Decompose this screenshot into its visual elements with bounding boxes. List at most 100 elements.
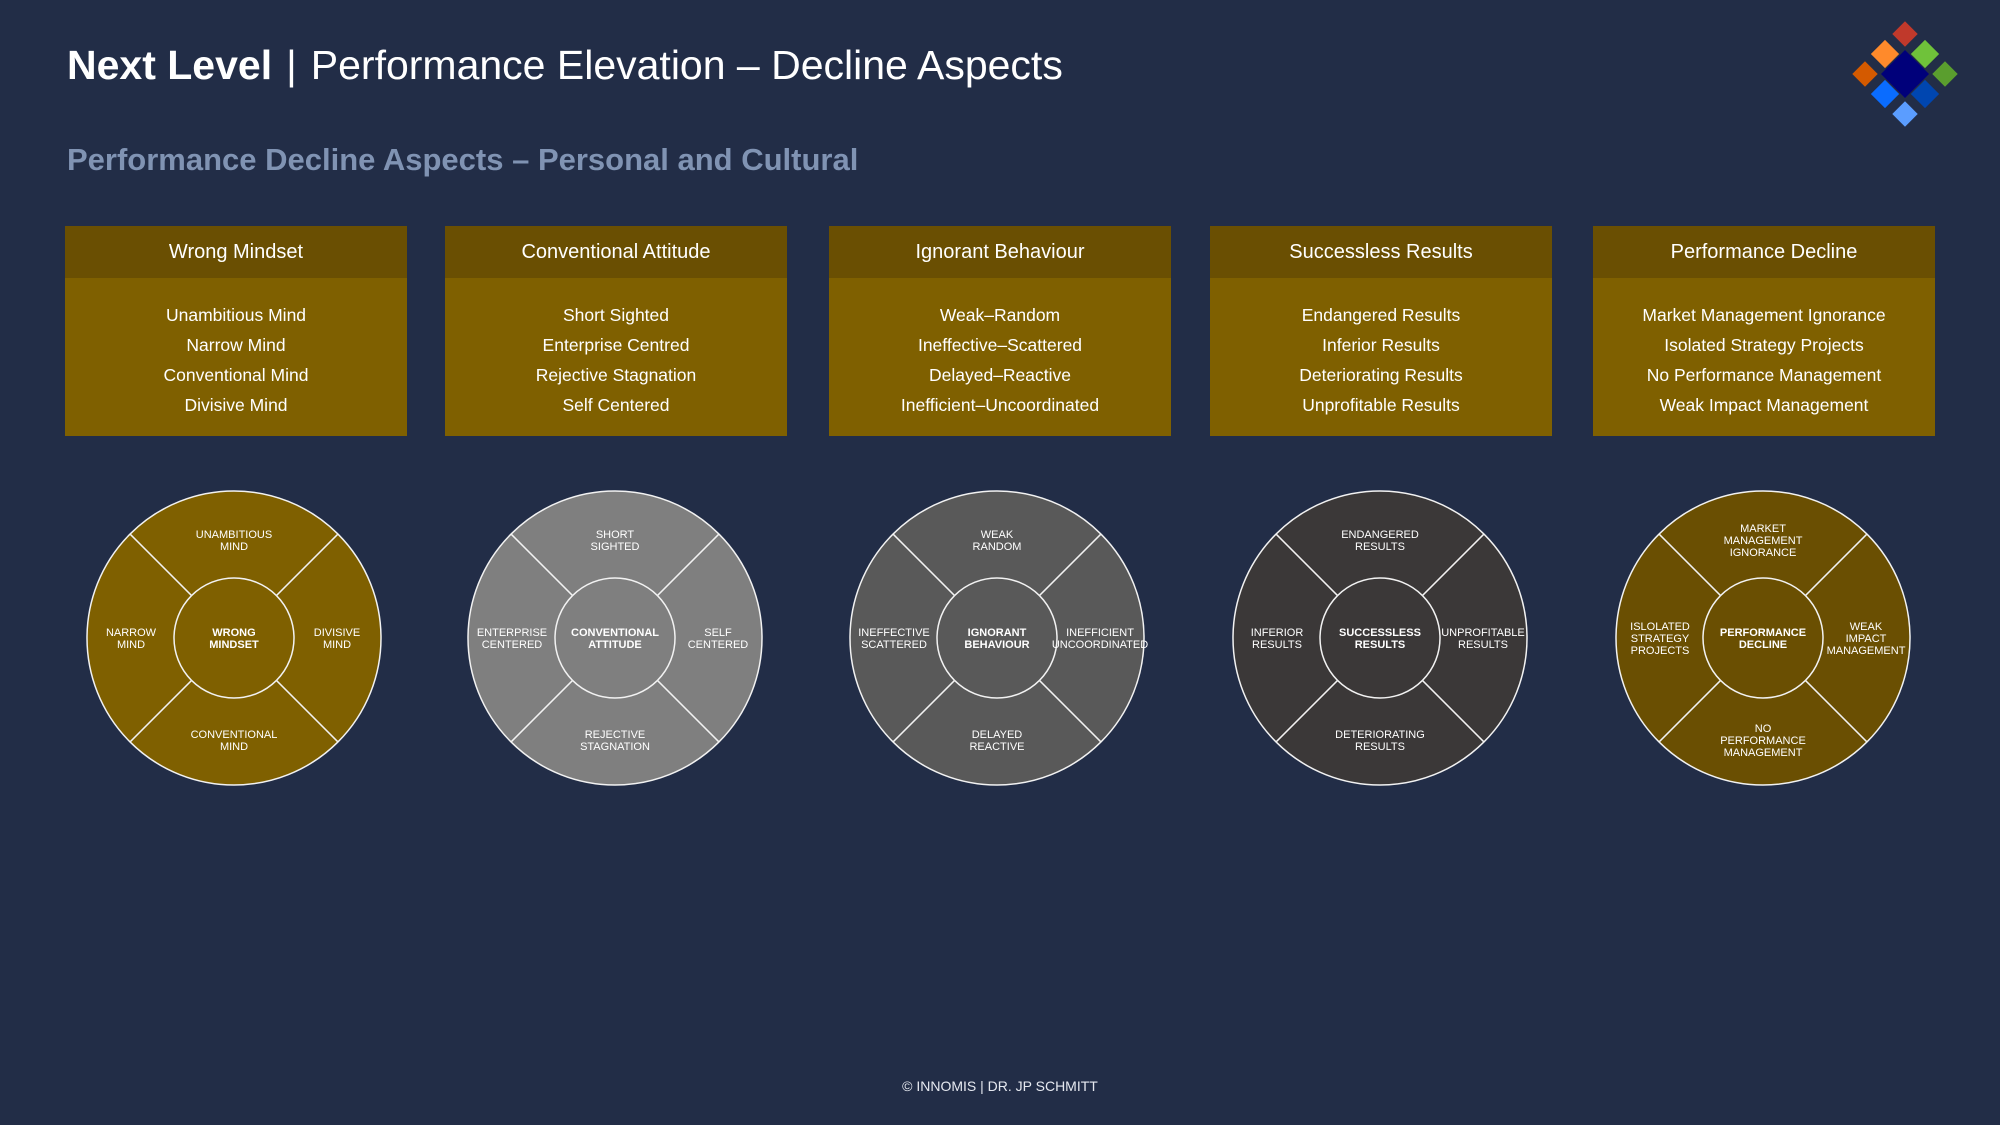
wheel-label-line: RESULTS xyxy=(1252,639,1302,651)
aspect-list-item: Delayed–Reactive xyxy=(928,365,1072,385)
wheel-divider xyxy=(1658,679,1722,743)
aspect-list-item: Conventional Mind xyxy=(163,365,309,385)
wheel-label-line: REJECTIVE xyxy=(585,729,646,741)
wheel-label-line: UNPROFITABLE xyxy=(1441,627,1525,639)
wheel-center-circle xyxy=(1319,577,1441,699)
wheel-label-line: INFERIOR xyxy=(1251,627,1304,639)
wheel-divider xyxy=(656,533,720,597)
logo-diamond xyxy=(1932,61,1958,87)
brand-name: Next Level xyxy=(67,42,273,88)
aspect-list-item: Inefficient–Uncoordinated xyxy=(900,395,1100,415)
wheel-divider xyxy=(129,679,193,743)
wheel-label-line: MINDSET xyxy=(209,639,259,651)
aspect-list-item: Inferior Results xyxy=(1322,335,1440,355)
aspect-list-item: Short Sighted xyxy=(562,305,670,325)
aspect-card-title: Performance Decline xyxy=(1593,226,1935,278)
wheel-label-line: STAGNATION xyxy=(580,741,650,753)
wheel-label-line: RESULTS xyxy=(1355,741,1405,753)
aspect-list-item: Enterprise Centred xyxy=(542,335,690,355)
title-separator: | xyxy=(286,42,297,88)
wheel-label-line: MIND xyxy=(117,639,145,651)
wheel-label-line: CENTERED xyxy=(688,639,749,651)
wheel-label-line: PERFORMANCE xyxy=(1720,627,1806,639)
wheel-label-line: ENDANGERED xyxy=(1341,529,1419,541)
innomis-logo-icon xyxy=(1852,21,1958,127)
wheel-label-line: MIND xyxy=(220,541,248,553)
wheel-label-line: INEFFECTIVE xyxy=(858,627,930,639)
wheel-label-line: ENTERPRISE xyxy=(477,627,547,639)
wheel-label-line: ATTITUDE xyxy=(588,639,642,651)
wheel-label-line: IGNORANCE xyxy=(1730,547,1797,559)
aspect-list-item: Deteriorating Results xyxy=(1299,365,1463,385)
wheel-label-line: DIVISIVE xyxy=(314,627,360,639)
wheel-label-line: PERFORMANCE xyxy=(1720,735,1806,747)
wheel-divider xyxy=(510,679,574,743)
wheel-label-line: STRATEGY xyxy=(1631,633,1690,645)
wheel-label-line: MIND xyxy=(220,741,248,753)
wheel-divider xyxy=(1421,533,1485,597)
aspect-list-item: Endangered Results xyxy=(1301,305,1461,325)
aspect-list-item: Isolated Strategy Projects xyxy=(1664,335,1864,355)
wheel-label-line: UNCOORDINATED xyxy=(1052,639,1148,651)
wheel-label-line: RANDOM xyxy=(973,541,1022,553)
wheel-label-line: WEAK xyxy=(1850,621,1883,633)
aspect-list-item: Ineffective–Scattered xyxy=(917,335,1083,355)
wheel-label-line: RESULTS xyxy=(1355,541,1405,553)
wheel-label-line: RESULTS xyxy=(1458,639,1508,651)
wheel-label-line: DETERIORATING xyxy=(1335,729,1425,741)
wheel-center-circle xyxy=(173,577,295,699)
wheel-label-line: ISLOLATED xyxy=(1630,621,1690,633)
wheel-label-line: INEFFICIENT xyxy=(1066,627,1134,639)
wheel-label-line: SHORT xyxy=(596,529,635,541)
wheel-divider xyxy=(1275,533,1339,597)
wheel-divider xyxy=(1804,533,1868,597)
aspect-list-item: Self Centered xyxy=(562,395,670,415)
aspect-card-title: Wrong Mindset xyxy=(65,226,407,278)
wheel-divider xyxy=(892,533,956,597)
wheel-divider xyxy=(1038,679,1102,743)
wheel-label-line: SCATTERED xyxy=(861,639,927,651)
wheel-label-line: BEHAVIOUR xyxy=(964,639,1029,651)
wheel-label-line: CONVENTIONAL xyxy=(571,627,659,639)
wheel-center-circle xyxy=(1702,577,1824,699)
aspect-list-item: Weak Impact Management xyxy=(1659,395,1869,415)
wheel-label-line: MANAGEMENT xyxy=(1724,535,1803,547)
footer-copyright: © INNOMIS | DR. JP SCHMITT xyxy=(902,1078,1098,1094)
aspect-card-title: Conventional Attitude xyxy=(445,226,787,278)
aspect-list-item: Weak–Random xyxy=(939,305,1061,325)
wheel-label-line: MARKET xyxy=(1740,523,1786,535)
aspect-list-item: Market Management Ignorance xyxy=(1642,305,1886,325)
aspect-list-item: No Performance Management xyxy=(1646,365,1882,385)
wheel-label-line: MANAGEMENT xyxy=(1827,645,1906,657)
wheel-label-line: IGNORANT xyxy=(968,627,1027,639)
logo-diamond xyxy=(1870,39,1900,69)
aspect-list-item: Rejective Stagnation xyxy=(535,365,697,385)
aspect-list-item: Unambitious Mind xyxy=(165,305,307,325)
